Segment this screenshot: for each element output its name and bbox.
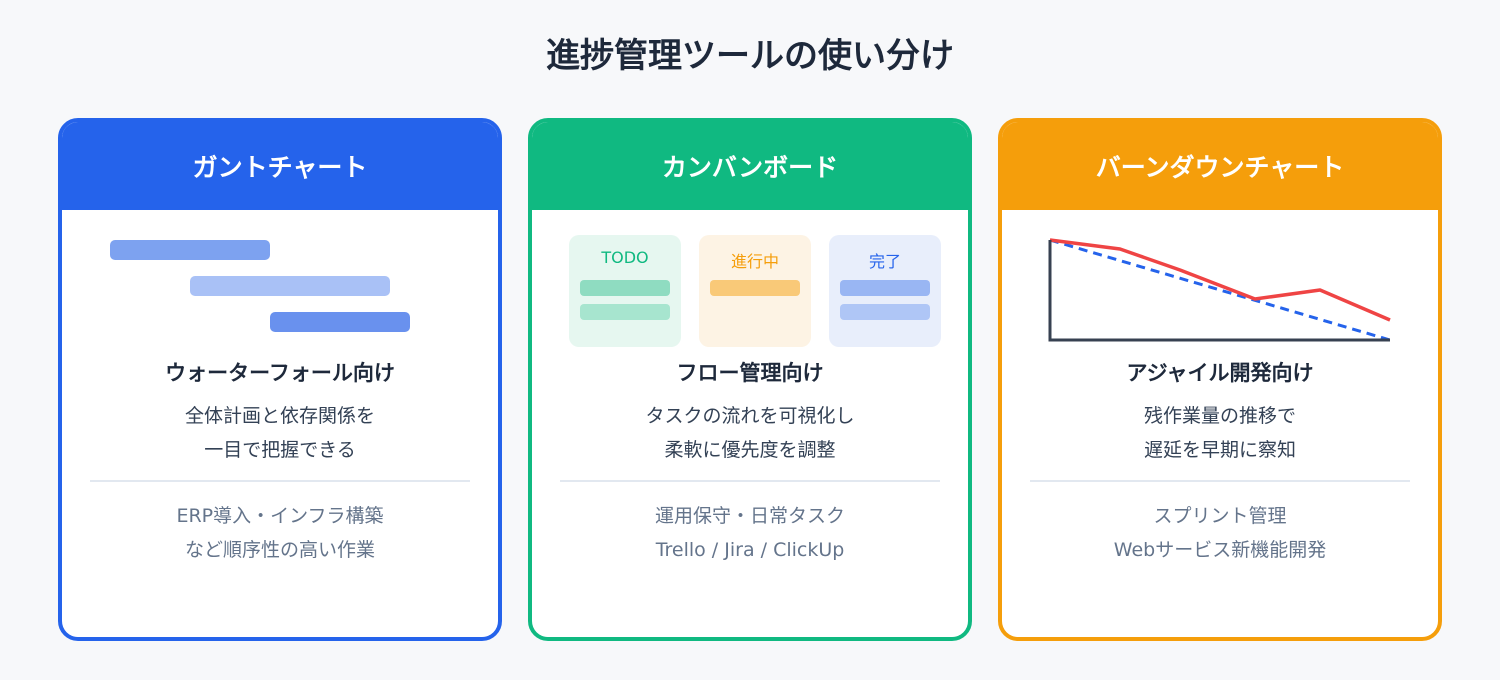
kanban-task — [840, 304, 930, 320]
card-use-cases: 運用保守・日常タスク Trello / Jira / ClickUp — [532, 499, 968, 567]
use-line: 運用保守・日常タスク — [654, 505, 845, 527]
burndown-card: バーンダウンチャート アジャイル開発向け 残作業量の推移で 遅延を早期に察知 ス… — [998, 118, 1442, 641]
gantt-card: ガントチャート ウォーターフォール向け 全体計画と依存関係を 一目で把握できる … — [58, 118, 502, 641]
kanban-task — [710, 280, 800, 296]
divider — [560, 480, 940, 482]
use-line: など順序性の高い作業 — [184, 539, 375, 561]
card-heading: アジャイル開発向け — [1126, 361, 1314, 385]
card-use-cases: スプリント管理 Webサービス新機能開発 — [1002, 499, 1438, 567]
kanban-column-done: 完了 — [829, 235, 941, 347]
use-line: スプリント管理 — [1153, 505, 1287, 527]
divider — [90, 480, 470, 482]
kanban-task — [580, 280, 670, 296]
desc-line: 残作業量の推移で — [1143, 405, 1296, 427]
desc-line: 柔軟に優先度を調整 — [664, 439, 836, 461]
burndown-chart — [1048, 238, 1391, 342]
column-label: 進行中 — [730, 252, 779, 271]
page-title: 進捗管理ツールの使い分け — [546, 36, 954, 76]
card-description: 残作業量の推移で 遅延を早期に察知 — [1002, 399, 1438, 467]
column-label: TODO — [601, 248, 649, 267]
card-heading: ウォーターフォール向け — [165, 361, 395, 385]
desc-line: 遅延を早期に察知 — [1143, 439, 1296, 461]
kanban-task — [840, 280, 930, 296]
kanban-column-todo: TODO — [569, 235, 681, 347]
card-description: タスクの流れを可視化し 柔軟に優先度を調整 — [532, 399, 968, 467]
desc-line: 一目で把握できる — [204, 439, 356, 461]
ideal-line — [1049, 238, 1391, 342]
desc-line: タスクの流れを可視化し — [645, 405, 855, 427]
card-use-cases: ERP導入・インフラ構築 など順序性の高い作業 — [62, 499, 498, 567]
card-header: バーンダウンチャート — [1002, 122, 1438, 210]
kanban-column-in-progress: 進行中 — [699, 235, 811, 347]
card-description: 全体計画と依存関係を 一目で把握できる — [62, 399, 498, 467]
column-label: 完了 — [868, 252, 901, 271]
card-header: ガントチャート — [62, 122, 498, 210]
actual-line — [1049, 238, 1391, 322]
use-line: Trello / Jira / ClickUp — [655, 539, 845, 561]
gantt-bar — [270, 312, 410, 332]
gantt-bar — [190, 276, 390, 296]
gantt-bar — [110, 240, 270, 260]
divider — [1030, 480, 1410, 482]
desc-line: 全体計画と依存関係を — [184, 405, 375, 427]
use-line: ERP導入・インフラ構築 — [176, 505, 384, 527]
card-heading: フロー管理向け — [676, 361, 824, 385]
card-header: カンバンボード — [532, 122, 968, 210]
kanban-card: カンバンボード TODO 進行中 完了 フロー管理向け タスクの流れを可視化し … — [528, 118, 972, 641]
kanban-task — [580, 304, 670, 320]
chart-axes — [1048, 240, 1390, 342]
use-line: Webサービス新機能開発 — [1113, 539, 1327, 561]
